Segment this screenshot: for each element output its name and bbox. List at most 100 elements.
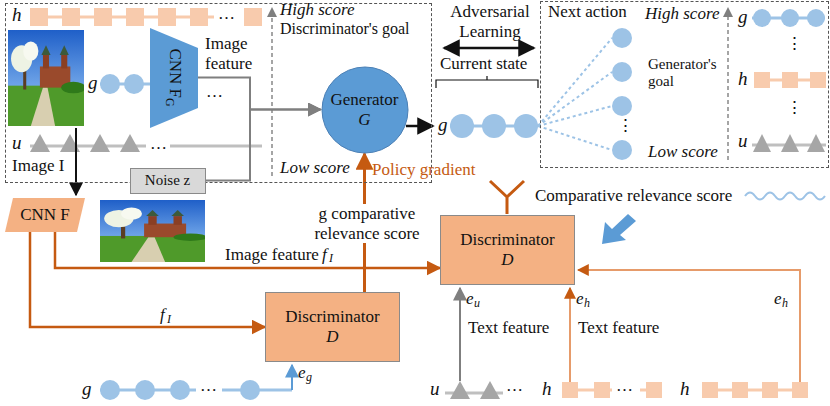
photo: [100, 200, 207, 262]
node-label: Discriminator: [460, 230, 554, 250]
illustration-part: [100, 380, 120, 400]
edge-label: Image feature: [225, 245, 319, 265]
annotation-label: h: [782, 297, 788, 311]
annotation-label: u: [738, 130, 748, 152]
annotation-label: Next action: [548, 2, 627, 22]
annotation-label: Comparative relevance score: [535, 186, 732, 206]
g-sequence: [100, 365, 292, 400]
node-text: GeneratorG: [331, 90, 399, 129]
cnn-trapezoid: CNN FG: [150, 28, 198, 128]
illustration-part: [792, 382, 808, 398]
annotation-label: e: [774, 289, 782, 309]
illustration-part: [612, 28, 632, 48]
adversarial-arrow: [444, 47, 534, 50]
illustration-part: [100, 74, 120, 94]
illustration-part: [594, 382, 610, 398]
illustration-part: [291, 365, 293, 390]
annotation-label: ⋮: [786, 34, 803, 54]
annotation-label: I: [167, 313, 171, 327]
node-label: CNN F: [166, 48, 185, 98]
annotation-label: h: [584, 297, 590, 311]
annotation-label: ⋮: [617, 116, 634, 136]
generate-arrow: [406, 125, 433, 128]
illustration-part: [612, 62, 632, 82]
u-sequence: [445, 288, 503, 399]
node-label: CNN F: [20, 205, 70, 225]
illustration-part: [753, 9, 771, 27]
bracket: [436, 76, 538, 88]
annotation-label: …: [218, 4, 235, 24]
illustration-part: [126, 8, 144, 26]
illustration-part: [562, 382, 578, 398]
illustration-part: [810, 72, 826, 88]
illustration-part: [30, 8, 48, 26]
edge-label: Image feature: [205, 34, 260, 73]
annotation-label: e: [466, 289, 474, 309]
u-sequence: [30, 134, 262, 152]
annotation-label: g: [306, 371, 312, 385]
annotation-label: g: [738, 6, 748, 28]
annotation-label: …: [506, 376, 523, 396]
annotation-label: …: [206, 82, 223, 102]
annotation-label: High score: [280, 0, 354, 20]
annotation-label: ⋮: [786, 98, 803, 118]
annotation-label: Low score: [280, 158, 350, 178]
annotation-label: g: [82, 378, 92, 400]
illustration-part: [782, 72, 798, 88]
g-sequence: [100, 74, 150, 94]
right-sequences: [752, 9, 826, 152]
node-label: Noise z: [145, 172, 190, 189]
illustration-part: [538, 72, 612, 126]
state-sequence: [450, 114, 538, 138]
illustration-part: [450, 114, 474, 138]
discriminator-box: DiscriminatorD: [265, 292, 400, 362]
node-text: DiscriminatorD: [460, 230, 554, 269]
annotation-label: e: [576, 289, 584, 309]
action-fan: [538, 28, 632, 160]
annotation-label: g: [88, 72, 98, 94]
illustration-part: [459, 288, 461, 381]
illustration-part: [646, 382, 662, 398]
annotation-label: h: [680, 378, 690, 400]
illustration-part: [753, 134, 771, 152]
annotation-label: Current state: [440, 54, 527, 74]
annotation-label: Low score: [648, 142, 718, 162]
annotation-label: …: [200, 376, 217, 396]
node-text: CNN F: [20, 205, 70, 225]
annotation-label: Text feature: [468, 318, 549, 338]
illustration-part: [781, 134, 799, 152]
illustration-part: [732, 382, 748, 398]
illustration-part: [170, 380, 190, 400]
node-text: CNN FG: [162, 48, 185, 106]
annotation-label: I: [329, 252, 333, 266]
noise-box: Noise z: [130, 168, 206, 194]
annotation-label: u: [12, 132, 22, 154]
annotation-label: …: [616, 376, 633, 396]
illustration-part: [190, 8, 208, 26]
annotation-label: Image I: [12, 156, 64, 176]
illustration-part: [30, 16, 214, 19]
annotation-label: g: [438, 114, 448, 136]
annotation-label: Text feature: [578, 318, 659, 338]
annotation-label: Adversarial Learning: [440, 2, 540, 41]
illustration-part: [612, 96, 632, 116]
score-axis: [727, 8, 729, 160]
illustration-part: [482, 114, 506, 138]
connector: [198, 78, 321, 110]
node-label: G: [163, 98, 177, 107]
illustration-part: [569, 288, 571, 382]
discriminator-box: DiscriminatorD: [440, 215, 575, 285]
illustration-part: [538, 126, 612, 150]
node-label: G: [331, 110, 399, 130]
illustration-part: [754, 72, 770, 88]
score-axis: [271, 8, 273, 176]
panel-heading: Discriminator's goal: [280, 20, 410, 38]
node-label: D: [285, 327, 379, 347]
node-text: Noise z: [145, 172, 190, 189]
illustration-part: [90, 134, 110, 152]
illustration-part: [807, 134, 825, 152]
annotation-label: f: [160, 305, 165, 325]
annotation-label: u: [430, 378, 440, 400]
illustration-part: [762, 382, 778, 398]
